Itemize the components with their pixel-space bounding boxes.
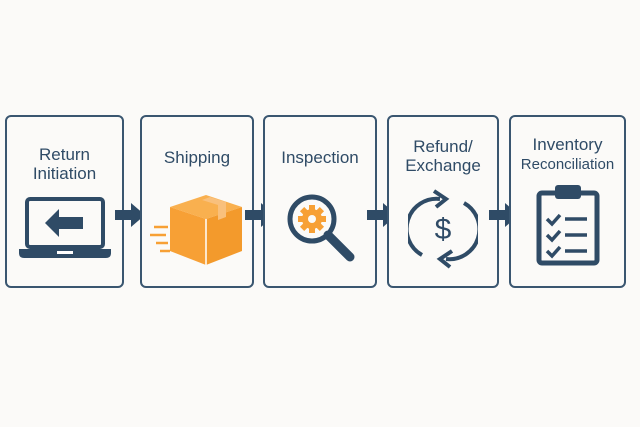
flow-arrow — [115, 203, 145, 227]
clipboard-checklist-icon — [536, 185, 599, 266]
step-label: Refund/Exchange — [405, 137, 481, 175]
refund-cycle-icon: $ — [408, 189, 478, 269]
step-refund-exchange: Refund/Exchange $ — [387, 115, 499, 288]
step-label: Inspection — [281, 148, 359, 167]
package-icon — [150, 195, 242, 265]
laptop-return-icon — [18, 197, 111, 258]
step-inspection: Inspection — [263, 115, 377, 288]
step-shipping: Shipping — [140, 115, 254, 288]
svg-text:$: $ — [435, 213, 452, 246]
step-label: Shipping — [163, 148, 231, 167]
magnifier-gear-icon — [287, 194, 355, 262]
